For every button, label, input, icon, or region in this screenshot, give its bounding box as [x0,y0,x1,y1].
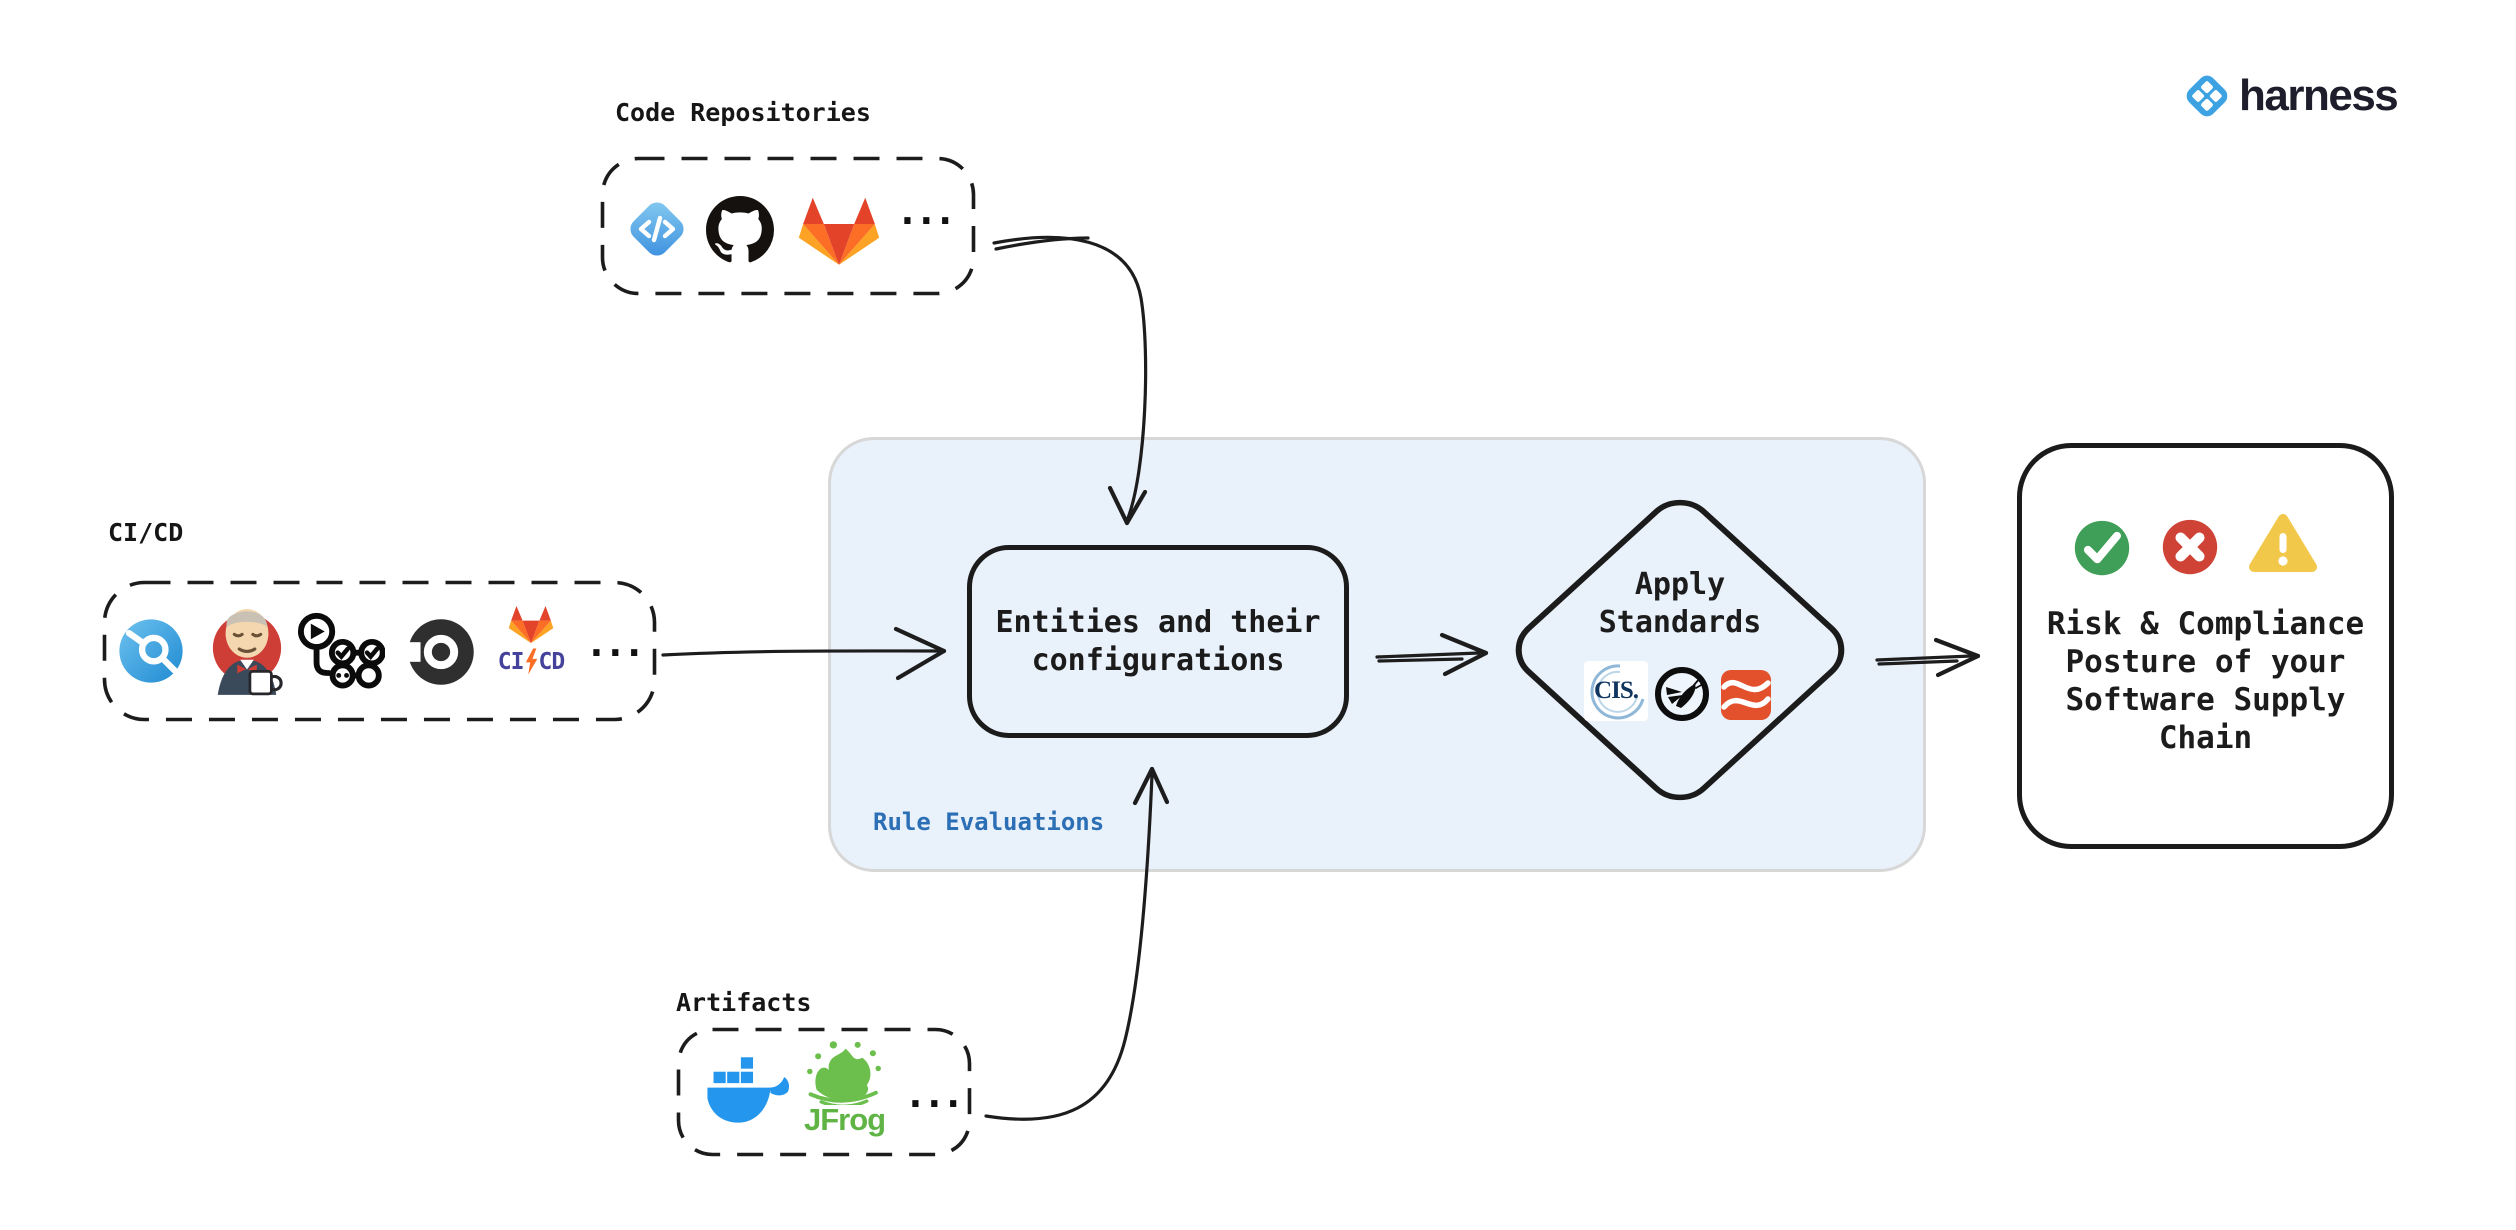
more-repos-ellipsis: ... [896,189,957,233]
outcome-text: Risk & Compliance Posture of your Softwa… [2022,605,2389,757]
warning-triangle-icon [2249,514,2317,572]
owasp-icon [1655,667,1709,721]
gitlab-ci-text: CI [497,648,525,675]
entities-line2: configurations [1031,642,1285,678]
github-actions-icon [297,612,385,689]
artifacts-box: JFrog ... [676,1027,972,1157]
outcome-line3: Software Supply [2065,682,2346,718]
jfrog-label: JFrog [804,1102,886,1137]
more-artifacts-ellipsis: ... [904,1072,965,1116]
circleci-icon [405,619,474,685]
harness-ci-icon [119,619,183,683]
harness-logo-icon [2186,75,2228,117]
outcome-box: Risk & Compliance Posture of your Softwa… [2017,443,2394,849]
apply-standards-diamond [1515,499,1845,801]
dashed-border [600,156,976,296]
apply-standards-line1: Apply [1634,567,1726,602]
code-repositories-box: ... [600,156,976,296]
harness-logo: harness [2183,71,2399,120]
outcome-line4: Chain [2158,720,2253,756]
github-icon [706,196,774,263]
more-cicd-ellipsis: ... [585,621,646,665]
lightning-bolt-icon [525,648,537,675]
code-repositories-label: Code Repositories [615,98,871,127]
artifacts-label: Artifacts [676,988,812,1017]
orange-standard-icon [1721,670,1771,720]
rule-evaluations-label: Rule Evaluations [873,808,1105,836]
cis-label: CIS. [1594,677,1639,704]
jfrog-splash-icon [807,1041,881,1105]
entities-line1: Entities and their [995,604,1321,640]
jenkins-icon [212,609,283,696]
outcome-line2: Posture of your [2065,644,2346,680]
dashed-border [102,580,657,722]
gitlab-icon [798,197,880,265]
outcome-line1: Risk & Compliance [2046,606,2365,642]
cis-icon: CIS. [1584,661,1648,721]
apply-standards-line2: Standards [1598,605,1762,640]
entities-configurations-box: Entities and their configurations [967,545,1349,738]
cicd-box: CI CD ... [102,580,657,722]
cis-arcs [1590,664,1645,720]
gitlab-fox-icon [508,606,554,644]
harness-wordmark: harness [2239,71,2399,120]
docker-icon [707,1057,790,1123]
harness-code-icon [630,202,684,256]
success-check-icon [2074,520,2130,576]
error-cross-icon [2162,519,2218,575]
gitlab-cicd-icon: CI CD [494,604,568,675]
dashed-border [676,1027,972,1157]
gitlab-cd-text: CD [538,648,566,675]
cicd-label: CI/CD [108,518,184,547]
jfrog-icon: JFrog [804,1041,886,1137]
